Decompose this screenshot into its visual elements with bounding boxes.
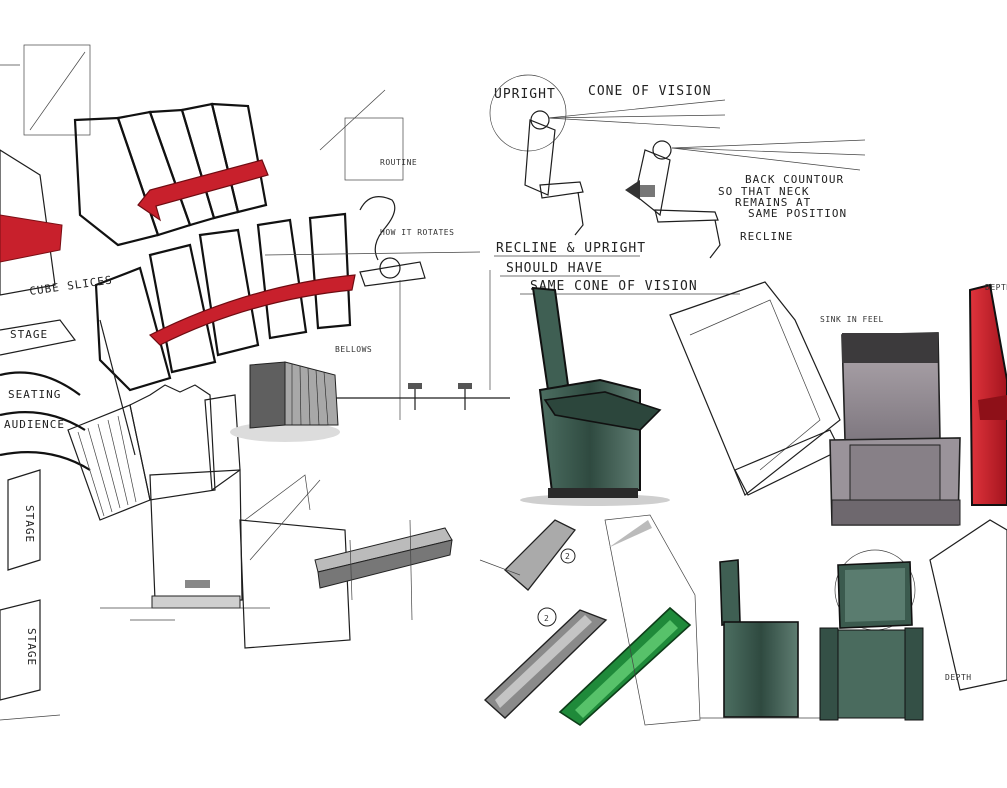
label-bellows: BELLOWS [335, 345, 372, 354]
green-box-seat-side [700, 559, 820, 719]
construction-lines [0, 64, 521, 721]
label-stage-3: STAGE [25, 628, 38, 666]
box-sketches [100, 469, 453, 649]
label-recline: RECLINE [740, 230, 793, 243]
label-number-mid: 2 [544, 614, 549, 623]
label-back-contour-2: SO THAT NECK [718, 185, 809, 198]
label-audience: AUDIENCE [4, 418, 65, 431]
label-recline-upright-2: SHOULD HAVE [506, 261, 603, 276]
grey-seat [829, 332, 961, 526]
accordion-sketch-small: BELLOWS [230, 345, 372, 442]
label-cube-slices: CUBE SLICES [29, 273, 114, 298]
label-cone-of-vision: CONE OF VISION [588, 84, 712, 99]
armrest-sketches: 2 2 [483, 514, 701, 727]
label-stage-2: STAGE [23, 505, 36, 543]
cone-of-vision-diagram: UPRIGHT CONE OF VISION BACK COUNTOUR SO … [489, 74, 866, 295]
outline-seat-right: DEPTH [929, 519, 1007, 691]
label-back-contour-3: REMAINS AT [735, 196, 811, 209]
label-recline-upright-3: SAME CONE OF VISION [530, 279, 698, 294]
red-seat: DEPTH [968, 283, 1007, 506]
cube-slices-lower: CUBE SLICES [29, 212, 356, 392]
label-recline-upright-1: RECLINE & UPRIGHT [496, 241, 646, 256]
accordion-sketch-large [67, 319, 241, 521]
stage-seating-plan: STAGE SEATING AUDIENCE STAGE STAGE [0, 319, 91, 701]
label-depth-top: DEPTH [985, 283, 1007, 292]
label-back-contour-4: SAME POSITION [748, 207, 847, 220]
green-seat-tall [520, 286, 670, 506]
label-stage-1: STAGE [10, 328, 48, 341]
label-sink-in-feel: SINK IN FEEL [820, 315, 884, 324]
label-seating: SEATING [8, 388, 61, 401]
green-box-seat-front [819, 549, 924, 721]
rotation-mechanism-sketch: HOW IT ROTATES ROUTINE [310, 89, 510, 420]
label-upright: UPRIGHT [494, 87, 556, 102]
label-how-it-rotates: HOW IT ROTATES [380, 228, 454, 237]
cube-slices-upper [0, 44, 269, 296]
label-back-contour-1: BACK COUNTOUR [745, 173, 844, 186]
label-depth-bottom: DEPTH [945, 673, 972, 682]
label-number-top: 2 [565, 552, 570, 561]
label-routine: ROUTINE [380, 158, 417, 167]
